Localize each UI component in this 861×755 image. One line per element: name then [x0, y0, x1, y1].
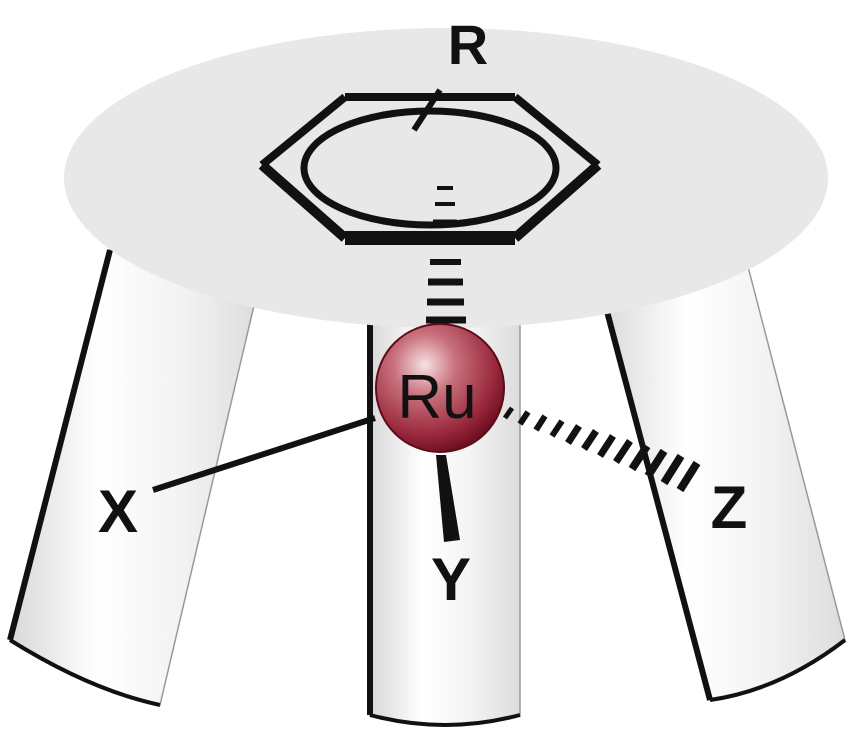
stool-seat — [64, 28, 828, 328]
arene-ring — [258, 93, 602, 245]
ligand-z-label: Z — [711, 474, 748, 541]
ligand-x-label: X — [98, 478, 138, 545]
stool-leg-left — [7, 249, 261, 707]
ru-y-wedge-bond — [436, 455, 460, 542]
r-substituent-bond — [411, 88, 443, 132]
ligand-y-label: Y — [431, 546, 471, 613]
r-substituent-label: R — [448, 13, 488, 76]
arene-ru-hashed-bond — [426, 186, 466, 324]
stool-leg-right — [597, 254, 847, 702]
ruthenium-label: Ru — [397, 363, 476, 432]
ru-z-hashed-bond — [502, 406, 701, 493]
ruthenium-atom — [375, 323, 505, 453]
ru-x-bond — [152, 415, 376, 493]
